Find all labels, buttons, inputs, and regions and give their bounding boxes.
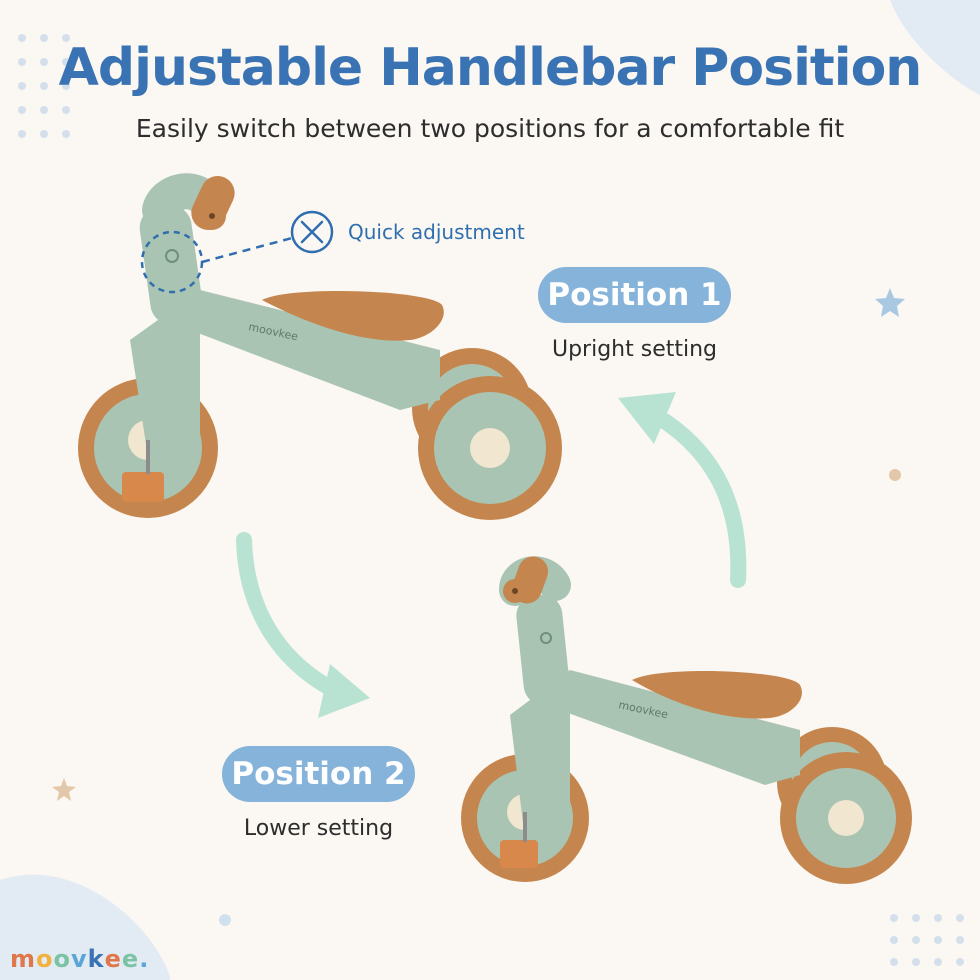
balance-bike-lower [461,556,912,884]
page-subtitle: Easily switch between two positions for … [135,114,845,143]
star-icon [875,288,905,317]
brand-letter: v [71,945,88,973]
position-2-badge: Position 2 [222,746,415,802]
quick-adjustment-label: Quick adjustment [348,220,525,244]
page-title: Adjustable Handlebar Position [58,38,923,98]
curved-arrow-up-icon [652,410,747,588]
brand-logo: moovkee. [10,945,149,973]
brand-letter: . [139,945,150,973]
brand-letter: m [10,945,37,973]
brand-letter: o [53,945,72,973]
curved-arrow-down-icon [236,532,338,696]
brand-letter: k [87,945,105,973]
position-2-caption: Lower setting [243,816,394,841]
star-icon [52,778,76,801]
position-1-badge: Position 1 [538,267,731,323]
dot-grid-top-left [18,34,70,138]
brand-letter: e [104,945,122,973]
balance-bike-upright [78,173,562,520]
dot-grid-bottom-right [890,914,964,966]
position-1-caption: Upright setting [551,337,718,362]
brand-letter: e [121,945,140,973]
brand-letter: o [36,945,54,973]
